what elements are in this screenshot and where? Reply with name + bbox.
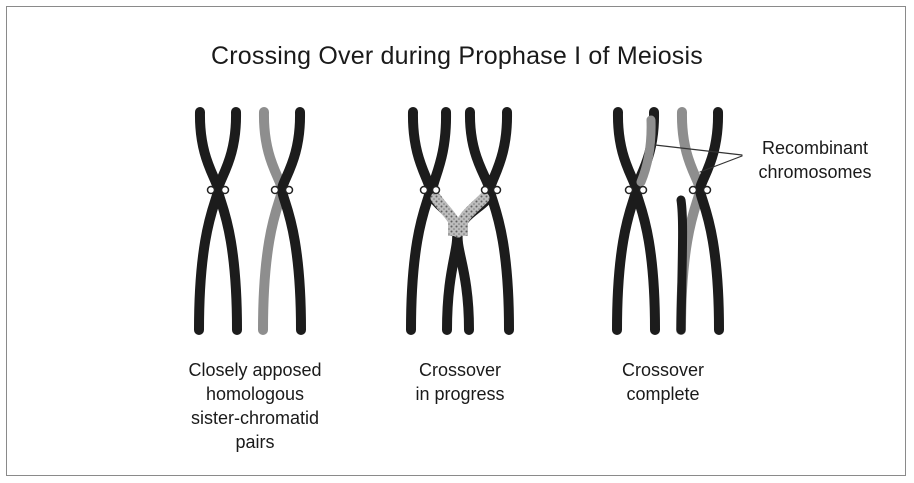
stage3-chromosome-pair-1 bbox=[617, 112, 655, 330]
recombinant-label: Recombinant chromosomes bbox=[740, 136, 890, 184]
stage3-chromosome-pair-2 bbox=[681, 112, 719, 330]
centromere bbox=[640, 187, 647, 194]
annotation-leader-lines bbox=[655, 145, 742, 172]
centromere bbox=[208, 187, 215, 194]
centromere bbox=[704, 187, 711, 194]
stage2-crossover bbox=[411, 112, 509, 330]
recombinant-segment bbox=[641, 120, 651, 182]
chromatid bbox=[199, 112, 218, 330]
centromere bbox=[494, 187, 501, 194]
centromere bbox=[272, 187, 279, 194]
crossover-region bbox=[448, 218, 468, 236]
chromatid bbox=[700, 112, 719, 330]
stage3-caption: Crossover complete bbox=[588, 358, 738, 406]
centromere bbox=[421, 187, 428, 194]
chromatid bbox=[490, 112, 509, 330]
centromere bbox=[626, 187, 633, 194]
centromere bbox=[286, 187, 293, 194]
chromatid bbox=[411, 112, 430, 330]
stage2-caption: Crossover in progress bbox=[385, 358, 535, 406]
chromatid bbox=[218, 112, 237, 330]
recombinant-segment bbox=[681, 200, 683, 330]
stage1-chromosome-pair-2 bbox=[263, 112, 301, 330]
centromere bbox=[433, 187, 440, 194]
centromere bbox=[482, 187, 489, 194]
chromatid bbox=[282, 112, 301, 330]
chromatid bbox=[617, 112, 636, 330]
centromere bbox=[222, 187, 229, 194]
stage1-chromosome-pair-1 bbox=[199, 112, 237, 330]
stage1-caption: Closely apposed homologous sister-chroma… bbox=[160, 358, 350, 454]
centromere bbox=[690, 187, 697, 194]
chromatid bbox=[263, 112, 282, 330]
